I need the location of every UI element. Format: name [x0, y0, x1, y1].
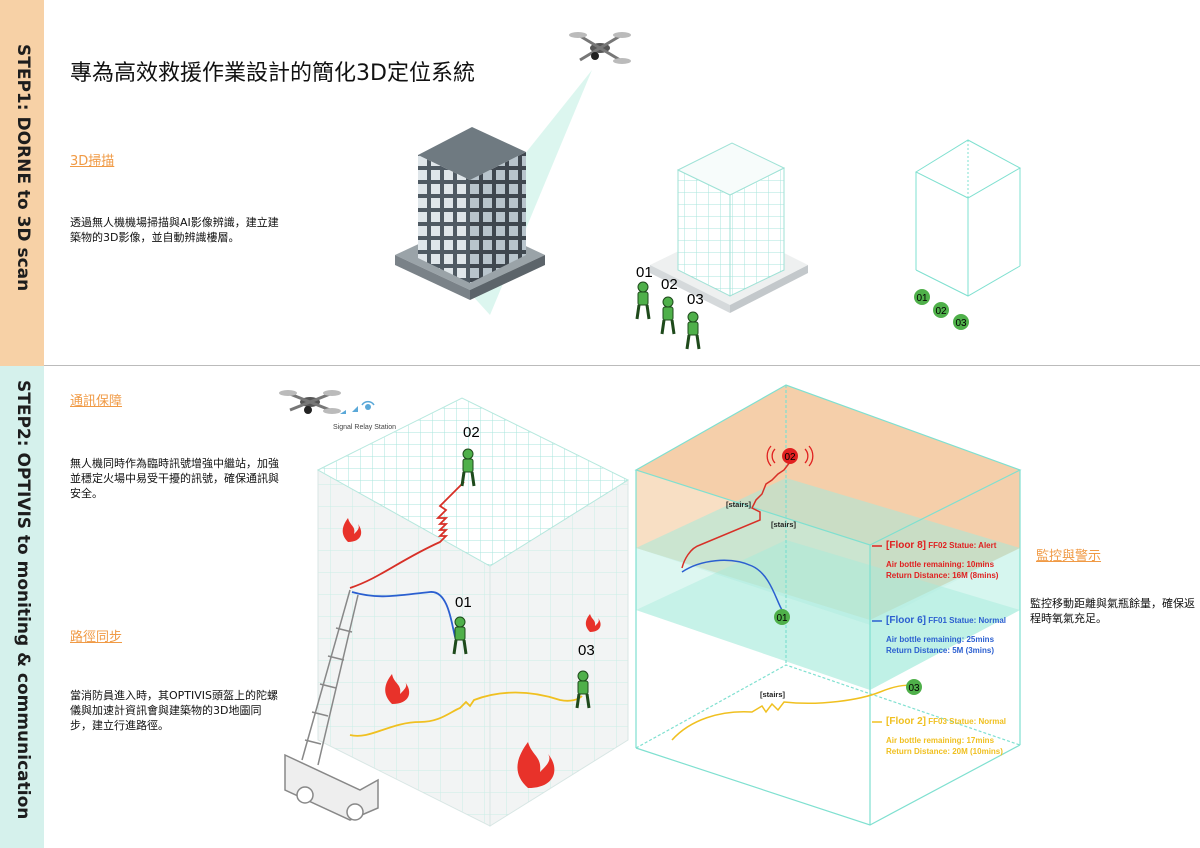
ff-number: 01	[636, 264, 653, 281]
stairs-label: [stairs]	[726, 500, 752, 509]
dot-label: 03	[908, 683, 920, 694]
model-building	[650, 142, 808, 313]
relay-label: Signal Relay Station	[333, 424, 396, 431]
dot-label: 02	[935, 306, 947, 317]
dot-label: 02	[784, 452, 796, 463]
path-heading: 路徑同步	[70, 630, 123, 645]
air-remaining: Air bottle remaining: 10mins	[886, 560, 995, 569]
position-dot-ff01: 01	[774, 609, 790, 625]
fire-icon	[585, 614, 601, 632]
alert-dot-ff02: 02	[766, 445, 814, 467]
drone-icon	[569, 32, 631, 64]
firefighter-icon	[460, 448, 476, 487]
signal-icon	[340, 400, 375, 414]
firefighter-icon	[452, 616, 468, 655]
floor6-info: [Floor 6] FF01 Statue: Normal Air bottle…	[886, 615, 1006, 656]
monitor-description: 監控移動距離與氣瓶餘量，確保返程時氧氣充足。	[1030, 597, 1195, 625]
relay-drone-icon	[279, 390, 341, 414]
floor-label: [Floor 2]	[886, 716, 926, 727]
path-ff03	[349, 691, 583, 737]
firefighter-icon	[575, 670, 591, 709]
dot-label: 01	[916, 293, 928, 304]
firefighter-icon	[660, 296, 676, 335]
return-distance: Return Distance: 20M (10mins)	[886, 747, 1003, 756]
stairs-label: [stairs]	[771, 520, 797, 529]
page-title: 專為高效救援作業設計的簡化3D定位系統	[70, 61, 475, 86]
firefighter-icon	[635, 281, 651, 320]
path-ff02	[349, 481, 465, 589]
monitor-path-ff03	[671, 684, 913, 741]
step2-sidebar: STEP2: OPTIVIS to moniting & communicati…	[0, 366, 44, 848]
floor2-info: [Floor 2] FF03 Statue: Normal Air bottle…	[886, 716, 1006, 757]
ff-number: 01	[455, 594, 472, 611]
scan-heading: 3D掃描	[70, 154, 115, 169]
monitor-path-ff01	[681, 559, 783, 611]
floor-label: [Floor 8]	[886, 540, 926, 551]
dot-label: 01	[776, 613, 788, 624]
fire-truck-icon	[284, 589, 379, 821]
path-description: 當消防員進入時，其OPTIVIS頭盔上的陀螺儀與加速計資訊會與建築物的3D地圖同…	[70, 689, 279, 732]
fire-icon	[385, 674, 410, 704]
air-remaining: Air bottle remaining: 17mins	[886, 736, 995, 745]
scan-description: 透過無人機機場掃描與AI影像辨識，建立建築物的3D影像，並自動辨識樓層。	[70, 216, 279, 244]
ff-number: 02	[463, 424, 480, 441]
position-dot-ff03: 03	[906, 679, 922, 695]
step1-sidebar: STEP1: DORNE to 3D scan	[0, 0, 44, 366]
monitoring-volume	[634, 384, 1022, 826]
comm-heading: 通訊保障	[70, 394, 123, 409]
firefighter-group-step1: 01 02 03	[635, 264, 704, 350]
fire-icon	[517, 742, 555, 788]
ff-status: FF01 Statue: Normal	[928, 616, 1007, 625]
floor8-info: [Floor 8] FF02 Statue: Alert Air bottle …	[886, 540, 998, 581]
air-remaining: Air bottle remaining: 25mins	[886, 635, 995, 644]
scanned-building	[395, 127, 545, 300]
return-distance: Return Distance: 5M (3mins)	[886, 646, 995, 655]
ff-status: FF03 Statue: Normal	[928, 717, 1007, 726]
return-distance: Return Distance: 16M (8mins)	[886, 571, 999, 580]
ff-number: 02	[661, 276, 678, 293]
floor-label: [Floor 6]	[886, 615, 926, 626]
ff-number: 03	[687, 291, 704, 308]
position-dots-step1: 01 02 03	[914, 289, 969, 330]
ff-status: FF02 Statue: Alert	[928, 541, 997, 550]
monitor-heading: 監控與警示	[1036, 549, 1102, 564]
stairs-label: [stairs]	[760, 690, 786, 699]
dot-label: 03	[955, 318, 967, 329]
comm-description: 無人機同時作為臨時訊號增強中繼站，加強並穩定火場中易受干擾的訊號，確保通訊與安全…	[70, 457, 279, 500]
monitor-path-ff02	[681, 461, 791, 569]
firefighter-icon	[685, 311, 701, 350]
fire-icon	[342, 518, 362, 542]
section-divider	[44, 365, 1200, 366]
ff-number: 03	[578, 642, 595, 659]
path-ff01	[351, 591, 457, 641]
wireframe-cube	[914, 139, 1022, 297]
